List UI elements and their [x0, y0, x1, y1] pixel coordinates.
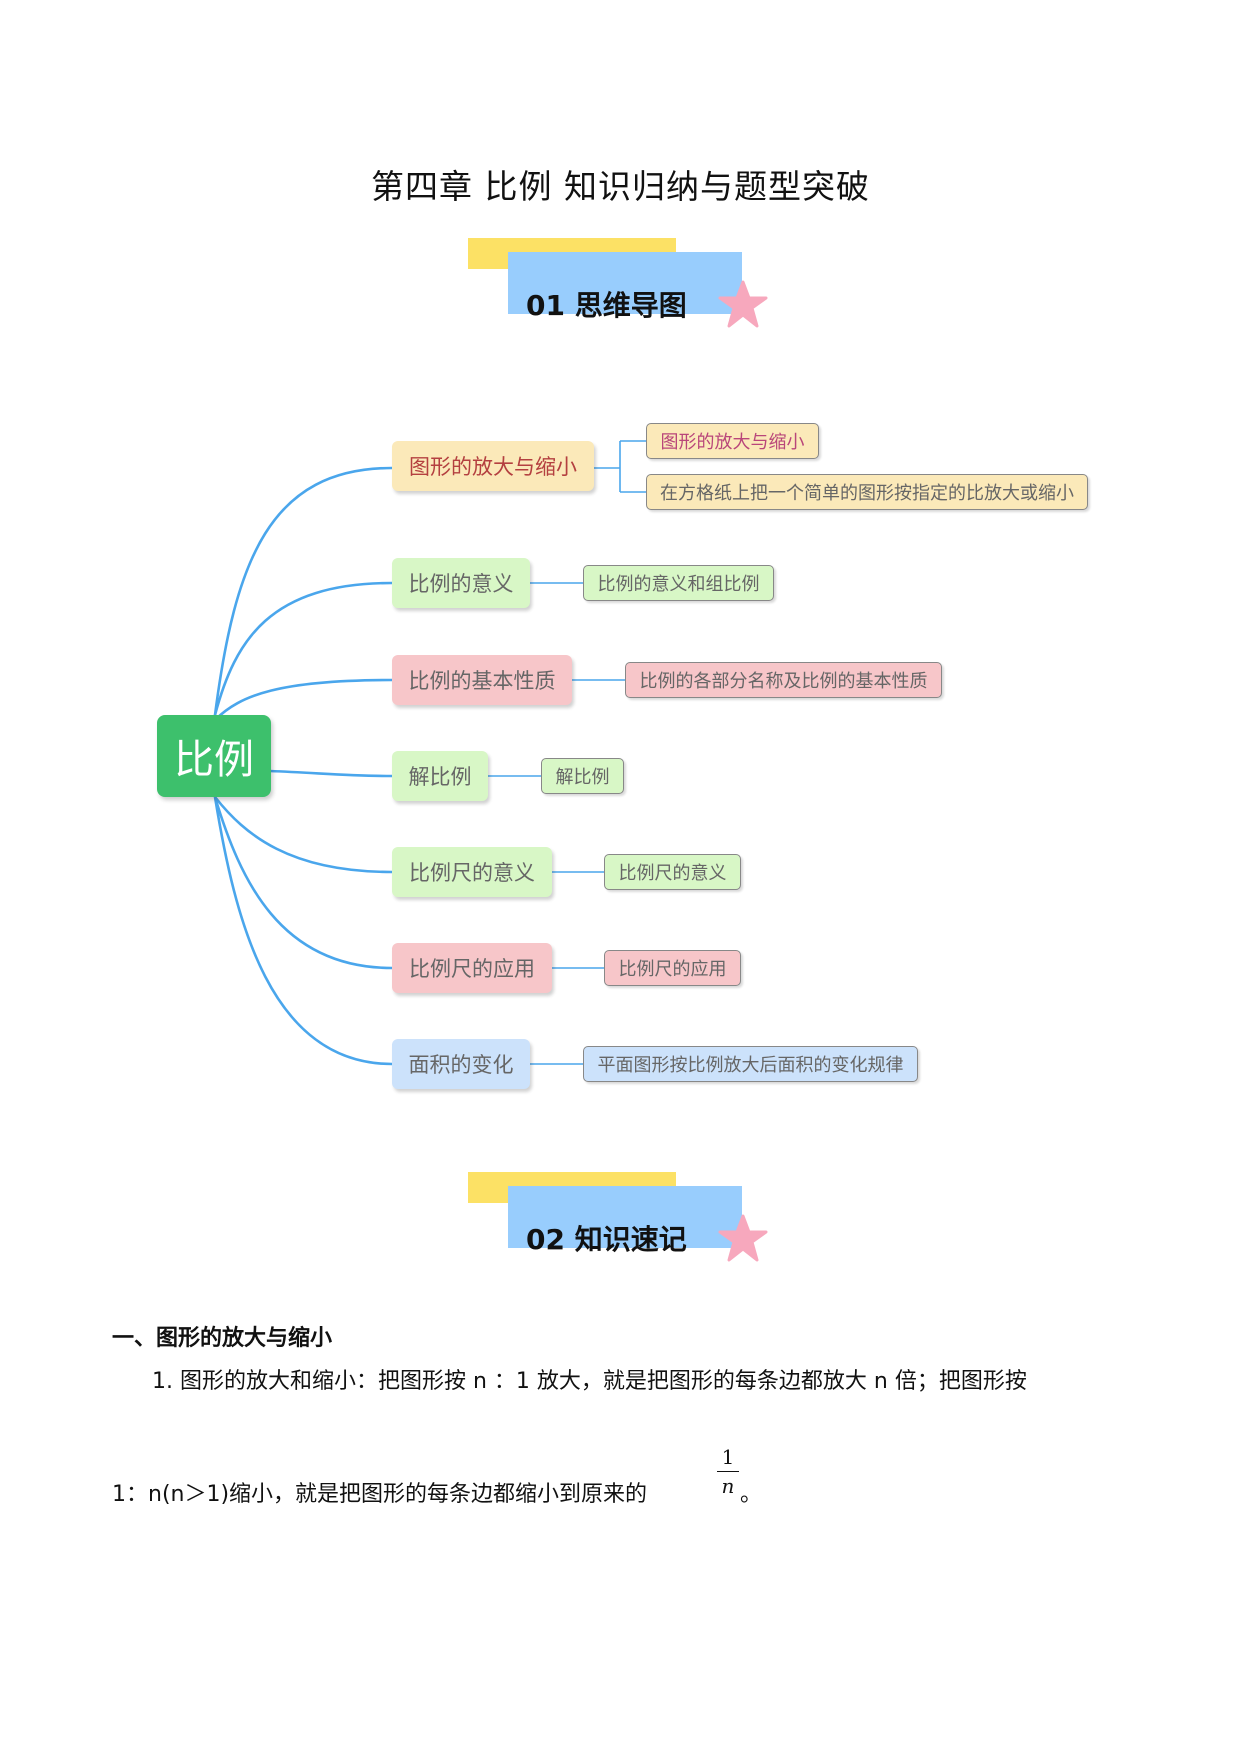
section-banner-knowledge: 02 知识速记	[468, 1172, 768, 1272]
fraction-denominator: n	[721, 1474, 735, 1498]
branch-scale-figures: 图形的放大与缩小	[392, 441, 594, 491]
fraction-numerator: 1	[721, 1445, 735, 1469]
star-icon	[718, 1214, 768, 1262]
branch-ratio-meaning: 比例的意义	[392, 558, 530, 608]
fraction-bar	[717, 1471, 739, 1472]
leaf-ratio-property: 比例的各部分名称及比例的基本性质	[625, 662, 942, 698]
fraction-1-over-n: 1 n	[717, 1445, 739, 1498]
leaf-scale-application: 比例尺的应用	[604, 950, 741, 986]
banner-label: 02 知识速记	[526, 1223, 687, 1256]
section-banner-mindmap: 01 思维导图	[468, 238, 768, 338]
branch-solve-ratio: 解比例	[392, 751, 488, 801]
page-title: 第四章 比例 知识归纳与题型突破	[371, 167, 870, 206]
banner-label: 01 思维导图	[526, 289, 687, 322]
banner-blue-bar	[508, 1186, 742, 1248]
section-heading: 一、图形的放大与缩小	[112, 1326, 333, 1351]
paragraph-line-1: 1. 图形的放大和缩小：把图形按 n ：1 放大，就是把图形的每条边都放大 n …	[152, 1369, 1027, 1394]
leaf-scale-figures: 图形的放大与缩小	[646, 423, 819, 459]
branch-ratio-property: 比例的基本性质	[392, 655, 572, 705]
leaf-grid-paper-scaling: 在方格纸上把一个简单的图形按指定的比放大或缩小	[646, 474, 1088, 510]
leaf-area-change: 平面图形按比例放大后面积的变化规律	[583, 1046, 918, 1082]
leaf-solve-ratio: 解比例	[541, 758, 624, 794]
banner-blue-bar	[508, 252, 742, 314]
star-icon	[718, 280, 768, 328]
leaf-ratio-meaning: 比例的意义和组比例	[583, 565, 774, 601]
mindmap-root: 比例	[157, 715, 271, 797]
branch-scale-meaning: 比例尺的意义	[392, 847, 552, 897]
branch-area-change: 面积的变化	[392, 1039, 530, 1089]
paragraph-line-2-end: 。	[740, 1482, 763, 1507]
branch-scale-application: 比例尺的应用	[392, 943, 552, 993]
leaf-scale-meaning: 比例尺的意义	[604, 854, 741, 890]
paragraph-line-2: 1：n(n＞1)缩小，就是把图形的每条边都缩小到原来的	[112, 1482, 648, 1507]
